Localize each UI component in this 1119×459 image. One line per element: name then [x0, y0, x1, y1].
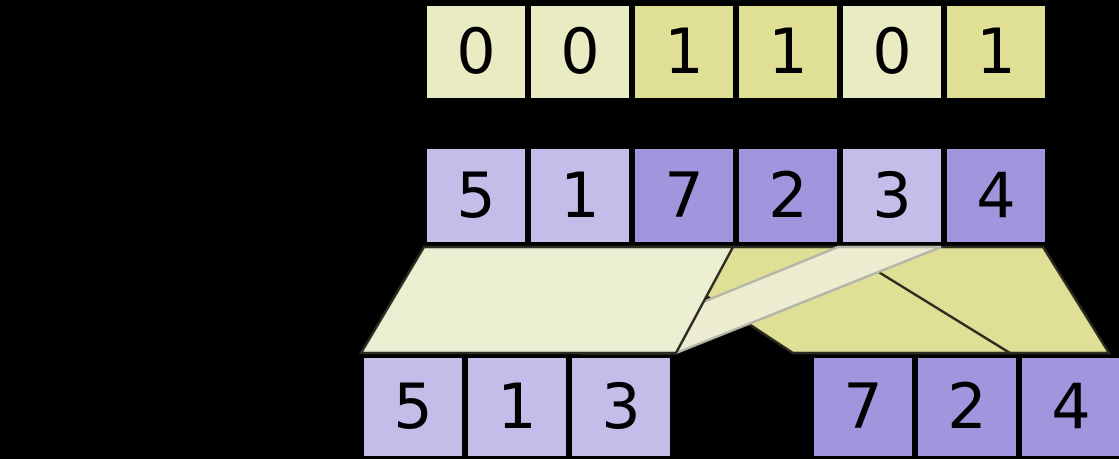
- row-output-ones: 7 2 4: [811, 355, 1119, 459]
- output-one-cell-0[interactable]: 7: [811, 355, 915, 459]
- output-zero-cell-2[interactable]: 3: [569, 355, 673, 459]
- input-cell-3[interactable]: 2: [736, 146, 840, 245]
- bit-cell-5[interactable]: 1: [944, 3, 1048, 101]
- input-cell-5[interactable]: 4: [944, 146, 1048, 245]
- input-cell-2[interactable]: 7: [632, 146, 736, 245]
- input-cell-0[interactable]: 5: [424, 146, 528, 245]
- output-one-cell-2[interactable]: 4: [1019, 355, 1119, 459]
- flow-band-zeros-first: [358, 245, 736, 355]
- row-output-zeros: 5 1 3: [361, 355, 673, 459]
- row-input-values: 5 1 7 2 3 4: [424, 146, 1048, 245]
- bit-cell-0[interactable]: 0: [424, 3, 528, 101]
- bit-cell-4[interactable]: 0: [840, 3, 944, 101]
- bit-cell-1[interactable]: 0: [528, 3, 632, 101]
- output-one-cell-1[interactable]: 2: [915, 355, 1019, 459]
- output-zero-cell-0[interactable]: 5: [361, 355, 465, 459]
- input-cell-1[interactable]: 1: [528, 146, 632, 245]
- bit-cell-2[interactable]: 1: [632, 3, 736, 101]
- row-bits: 0 0 1 1 0 1: [424, 3, 1048, 101]
- output-zero-cell-1[interactable]: 1: [465, 355, 569, 459]
- bit-cell-3[interactable]: 1: [736, 3, 840, 101]
- input-cell-4[interactable]: 3: [840, 146, 944, 245]
